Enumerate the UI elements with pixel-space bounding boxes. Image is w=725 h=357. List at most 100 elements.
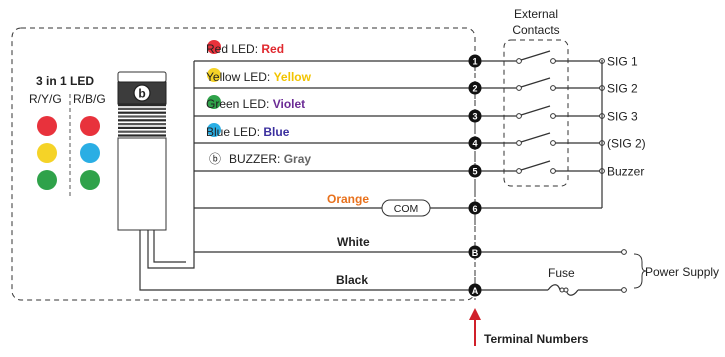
buzzer-wire-mark: ⓑ (209, 152, 221, 166)
terminal-number-badge (468, 81, 482, 95)
wire-label-yellow: Yellow LED: Yellow (206, 68, 312, 84)
tower-rib (118, 134, 166, 137)
power-terminal-bottom (621, 287, 627, 293)
orange-label: Orange (327, 192, 369, 206)
buzzer-mark: b (138, 87, 145, 101)
terminal-number: 4 (472, 139, 477, 149)
switch-contact-left (516, 140, 522, 146)
switch-contact-left (516, 58, 522, 64)
terminal-number: 5 (472, 167, 477, 177)
tower-rib (118, 104, 166, 107)
red-led-dot (207, 40, 221, 54)
red-led-color: Red (261, 42, 284, 56)
green-led-label: Green LED: (206, 97, 273, 111)
fuse-symbol (547, 284, 622, 296)
blue-led-dot (207, 123, 221, 137)
switch-contact-left (516, 168, 522, 174)
white-label: White (337, 235, 370, 249)
tower-rib (118, 119, 166, 122)
signal-label: (SIG 2) (607, 137, 646, 151)
switch-blade (520, 77, 551, 88)
tower-body (117, 137, 167, 231)
terminal-number: 2 (472, 84, 477, 94)
wire-label-blue: Blue LED: Blue (206, 123, 290, 139)
signal-label: SIG 2 (607, 82, 638, 96)
terminal-number: 3 (472, 112, 477, 122)
tower-rib (118, 111, 166, 114)
device-boundary (11, 27, 476, 301)
switch-contact-right (550, 113, 556, 119)
terminal-b (468, 245, 482, 259)
wire-label-red: Red LED: Red (206, 40, 284, 56)
blue-led-text: Blue LED: Blue (206, 125, 290, 139)
green-led-color: Violet (273, 97, 305, 111)
external-label-line2: Contacts (512, 23, 559, 37)
tower-rib (118, 107, 166, 110)
switch-blade (520, 132, 551, 143)
signal-tower: b (117, 71, 167, 231)
legend-col1-label: R/Y/G (29, 92, 62, 106)
tower-rib (118, 126, 166, 129)
signal-label: SIG 3 (607, 110, 638, 124)
fuse-contact-right (563, 287, 569, 293)
yellow-led-text: Yellow LED: Yellow (206, 70, 312, 84)
legend-dots (37, 116, 100, 190)
switch-contact-right (550, 168, 556, 174)
legend-col1-dot (37, 116, 57, 136)
switch-blade (520, 160, 551, 171)
fuse-contact-left (559, 287, 565, 293)
tower-rib (118, 130, 166, 133)
terminal-number: 1 (472, 57, 477, 67)
wire-label-buzzer: ⓑ BUZZER: Gray (209, 152, 311, 166)
buzzer-wire-label: BUZZER: (229, 152, 284, 166)
com-label: COM (394, 203, 419, 215)
terminal-number-badge (468, 136, 482, 150)
terminal-6-label: 6 (472, 204, 477, 214)
legend-col2-dot (80, 143, 100, 163)
legend-col1-dot (37, 143, 57, 163)
red-led-text: Red LED: Red (206, 42, 284, 56)
cable-bundle-inner (153, 230, 186, 263)
legend-col1-dot (37, 170, 57, 190)
terminal-number-badge (468, 54, 482, 68)
legend-col2-dot (80, 170, 100, 190)
signal-label: SIG 1 (607, 55, 638, 69)
buzzer-wire-text: ⓑ BUZZER: Gray (209, 152, 311, 166)
tower-cap (117, 71, 167, 83)
buzzer-wire-color: Gray (284, 152, 312, 166)
power-brace (633, 253, 647, 289)
switch-contact-right (550, 140, 556, 146)
power-supply-label: Power Supply (645, 265, 719, 279)
green-led-dot (207, 95, 221, 109)
tower-rib (118, 123, 166, 126)
yellow-led-dot (207, 68, 221, 82)
cable-black-run (139, 230, 472, 291)
tower-ribs (118, 104, 166, 137)
fuse-label: Fuse (548, 266, 575, 280)
terminal-numbers-label: Terminal Numbers (484, 332, 589, 346)
terminal-a-label: A (472, 286, 479, 296)
blue-led-color: Blue (263, 125, 289, 139)
legend-col2-dot (80, 116, 100, 136)
legend-title: 3 in 1 LED (36, 74, 94, 88)
switch-contact-right (550, 85, 556, 91)
buzzer-icon (133, 84, 151, 102)
terminal-arrow-icon (469, 308, 481, 320)
switch-contact-right (550, 58, 556, 64)
terminal-a (468, 283, 482, 297)
external-contacts-box (503, 39, 569, 187)
legend-col2-label: R/B/G (73, 92, 106, 106)
wire-label-green: Green LED: Violet (206, 95, 305, 111)
yellow-led-label: Yellow LED: (206, 70, 274, 84)
external-label-line1: External (514, 7, 558, 21)
terminal-number-badge (468, 109, 482, 123)
tower-rib (118, 115, 166, 118)
blue-led-label: Blue LED: (206, 125, 263, 139)
switch-blade (520, 50, 551, 61)
terminal-number-badge (468, 164, 482, 178)
terminal-6 (468, 201, 482, 215)
green-led-text: Green LED: Violet (206, 97, 305, 111)
